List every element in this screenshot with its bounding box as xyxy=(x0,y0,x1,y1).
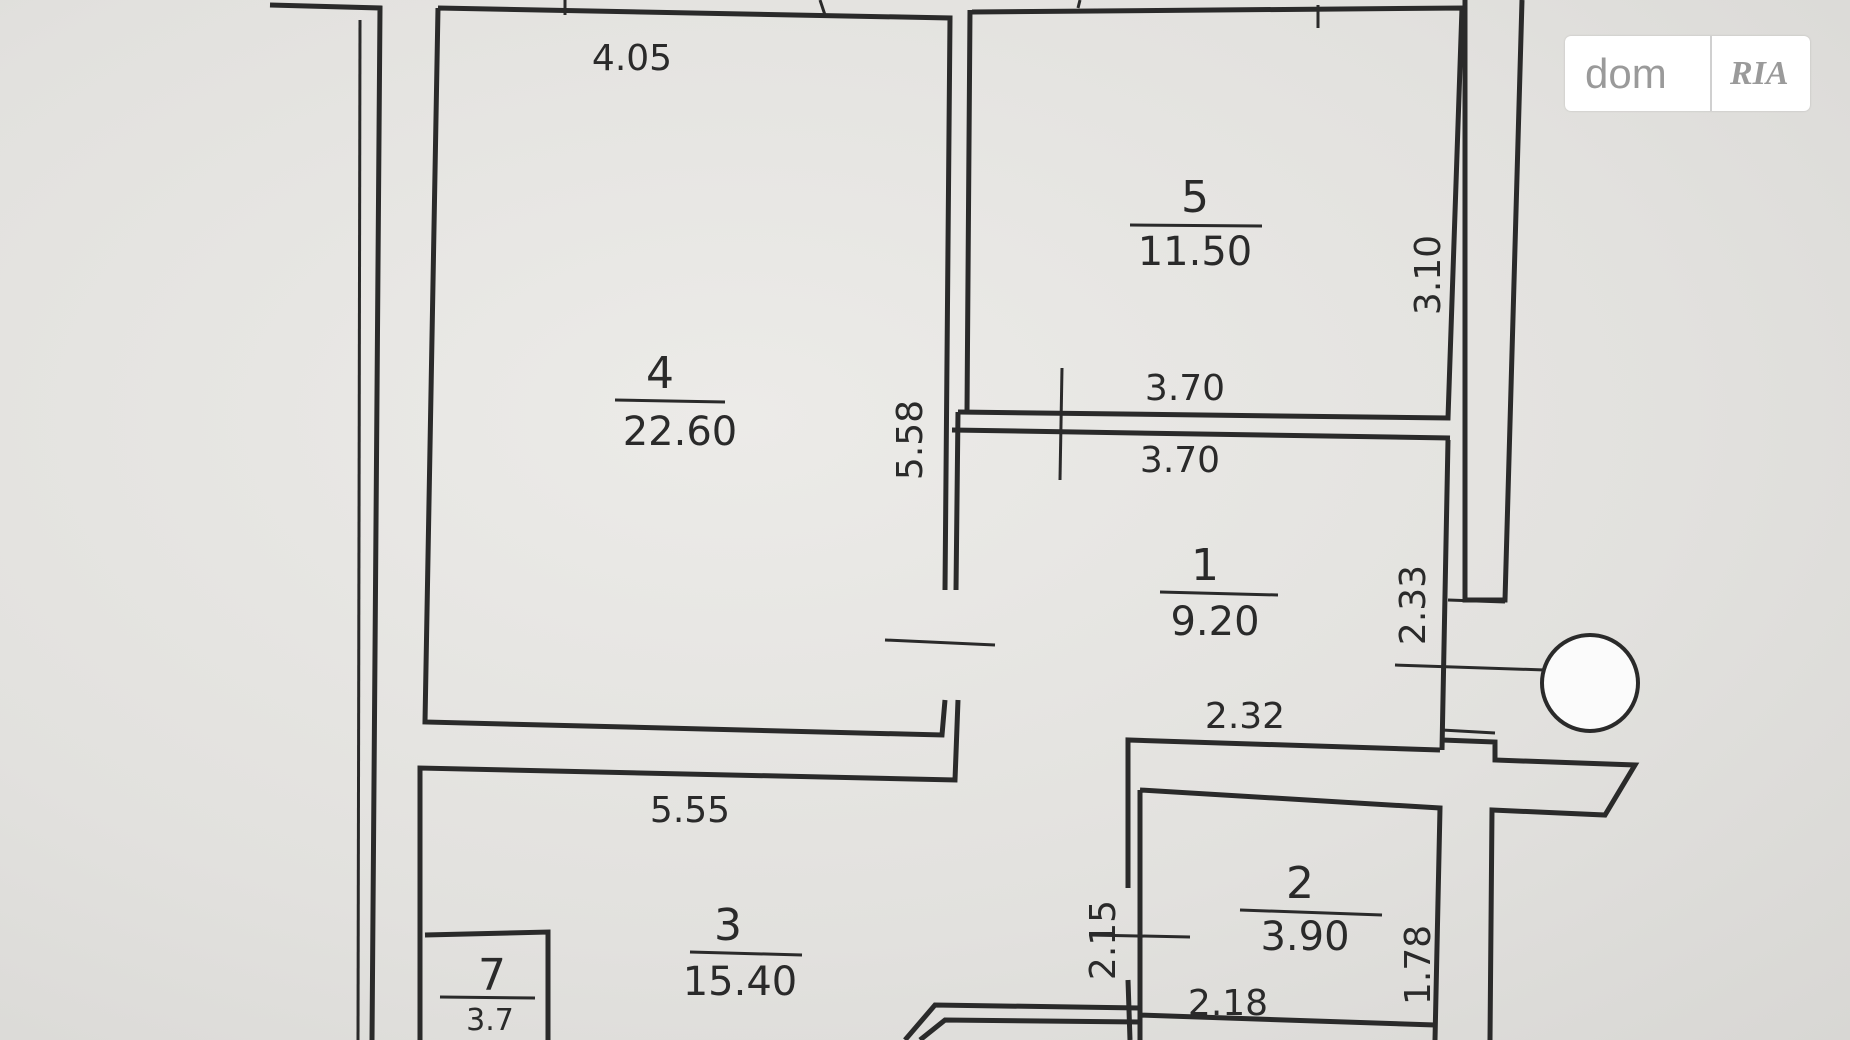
room-2-walls xyxy=(1137,787,1443,1040)
door-mark-room-5 xyxy=(1058,367,1064,481)
room-2-bottom-wall xyxy=(1137,1012,1436,1028)
logo-ria-text: RIA xyxy=(1730,54,1789,92)
dim-room-5-bottom: 3.70 xyxy=(1145,368,1225,409)
outer-left-inner-wall xyxy=(356,19,362,1040)
room-1-fraction-line xyxy=(1159,590,1279,597)
room-4-fraction-line xyxy=(614,398,726,404)
room-1-area: 9.20 xyxy=(1170,599,1259,645)
room-2-fraction-line xyxy=(1239,908,1383,917)
fraction-lines xyxy=(439,223,1383,1000)
room-3-number: 3 xyxy=(714,900,742,951)
entrance-circle-icon xyxy=(1540,633,1640,733)
room-7-walls xyxy=(424,929,551,1040)
outer-right-wall-top xyxy=(1462,0,1525,603)
door-mark-room-4 xyxy=(884,638,996,647)
window-room-5 xyxy=(1076,0,1320,28)
dim-room-5-side: 3.10 xyxy=(1408,235,1449,315)
logo-dom-text: dom xyxy=(1585,49,1667,97)
room-5-area: 11.50 xyxy=(1138,229,1253,275)
walls xyxy=(269,0,1640,1040)
room-7-number: 7 xyxy=(478,950,506,1001)
dim-room-2-bottom: 2.18 xyxy=(1188,983,1268,1024)
dim-room-1-bottom: 2.32 xyxy=(1205,696,1285,737)
dim-room-2-left: 2.15 xyxy=(1083,900,1124,980)
room-5-number: 5 xyxy=(1181,172,1209,223)
room-2-area: 3.90 xyxy=(1260,914,1349,960)
room-5-fraction-line xyxy=(1129,223,1263,228)
room-7-fraction-line xyxy=(439,995,536,1000)
room-1-top-wall xyxy=(951,427,1451,441)
room-1-bottom-wall xyxy=(1125,737,1441,1040)
dim-room-4-side: 5.58 xyxy=(890,400,931,480)
window-room-4 xyxy=(563,0,827,16)
dim-room-3-top: 5.55 xyxy=(650,790,730,831)
room-1-number: 1 xyxy=(1191,540,1219,591)
dom-ria-logo: dom RIA xyxy=(1565,36,1810,111)
room-3-fraction-line xyxy=(689,950,803,957)
outer-right-wall-bottom xyxy=(1439,439,1640,1040)
bottom-wall xyxy=(903,1002,1141,1040)
room-2-number: 2 xyxy=(1286,858,1314,909)
entrance-door-frame xyxy=(1441,598,1506,735)
room-4-walls xyxy=(422,5,953,738)
dim-room-1-side: 2.33 xyxy=(1393,565,1434,645)
room-5-walls xyxy=(957,5,1465,421)
logo-separator xyxy=(1710,36,1712,111)
entrance-line xyxy=(1394,663,1546,672)
room-7-area: 3.7 xyxy=(466,1003,514,1038)
corridor-walls xyxy=(417,9,973,1040)
dim-room-2-right: 1.78 xyxy=(1398,925,1439,1005)
room-4-number: 4 xyxy=(646,348,674,399)
outer-left-wall xyxy=(269,2,383,1040)
room-3-area: 15.40 xyxy=(683,959,798,1005)
dim-room-1-top: 3.70 xyxy=(1140,440,1220,481)
dim-room-4-top: 4.05 xyxy=(592,38,672,79)
door-mark-room-2 xyxy=(1089,933,1191,939)
room-4-area: 22.60 xyxy=(623,409,738,455)
